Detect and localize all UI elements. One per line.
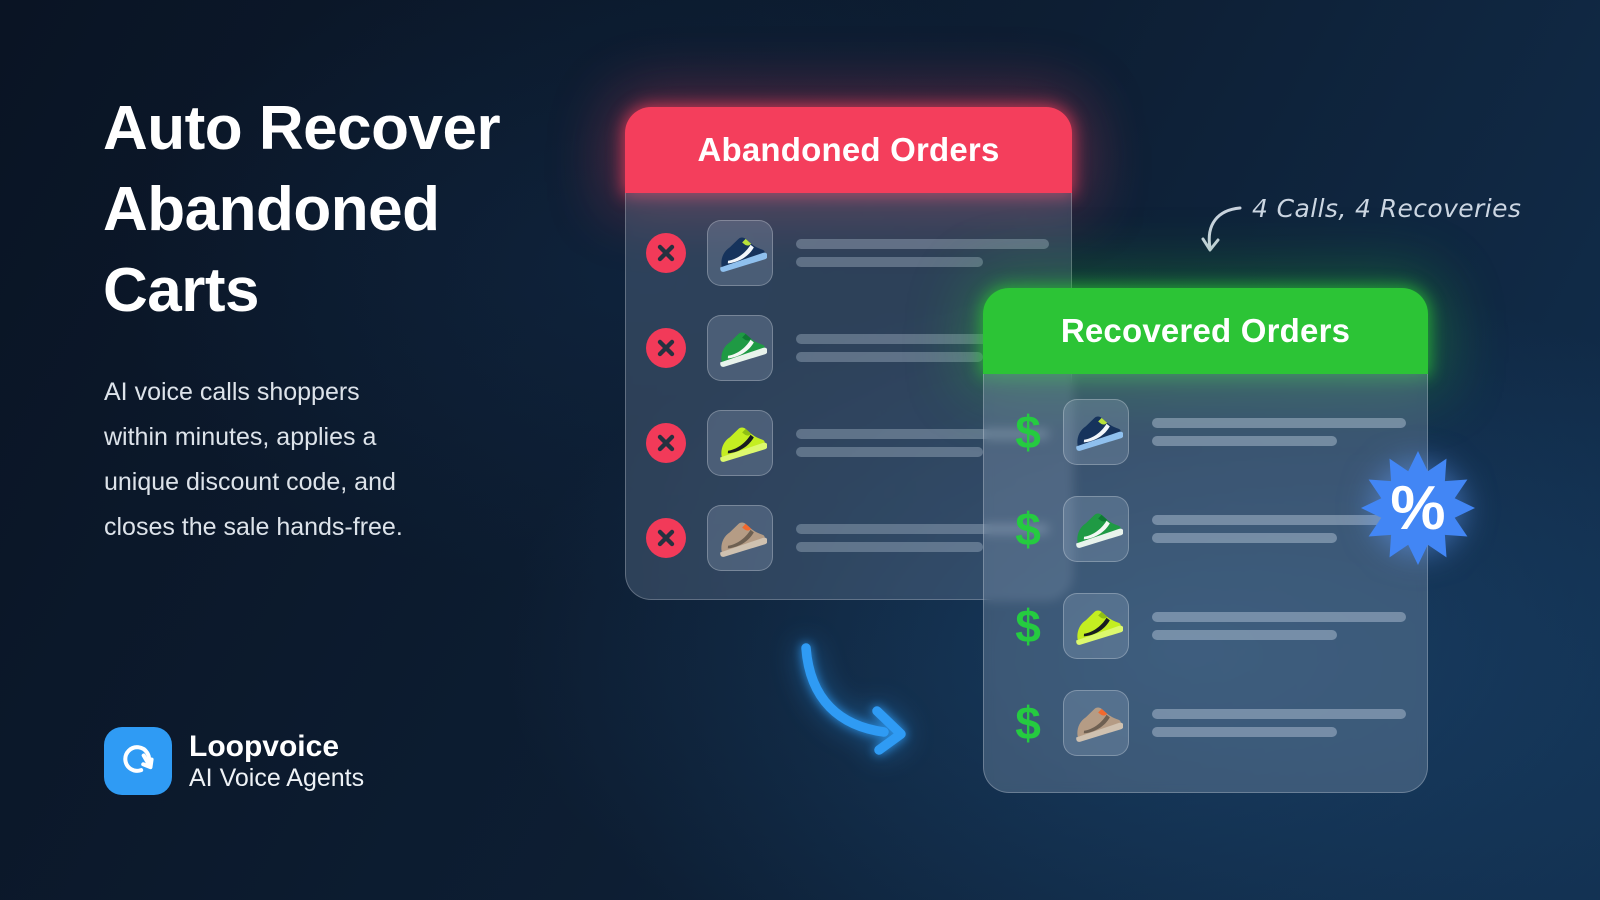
- x-circle-icon: [646, 423, 686, 463]
- placeholder-line-primary: [796, 524, 1049, 534]
- order-row: [646, 315, 1071, 381]
- small-curved-arrow-icon: [1178, 192, 1258, 277]
- order-placeholder-text: [796, 334, 1049, 362]
- recovered-orders-title: Recovered Orders: [1060, 312, 1351, 349]
- placeholder-line-secondary: [1152, 436, 1337, 446]
- order-row: $: [1008, 496, 1427, 562]
- sneaker-image: [720, 427, 767, 462]
- product-thumbnail: [707, 315, 773, 381]
- placeholder-line-secondary: [796, 352, 983, 362]
- sneaker-image: [1076, 416, 1123, 451]
- dollar-icon: $: [1015, 503, 1041, 555]
- placeholder-line-primary: [1152, 709, 1406, 719]
- x-circle-icon: [646, 233, 686, 273]
- placeholder-line-secondary: [1152, 727, 1337, 737]
- sneaker-image: [1076, 610, 1123, 645]
- order-placeholder-text: [1152, 515, 1406, 543]
- brand-lockup: Loopvoice AI Voice Agents: [104, 727, 364, 795]
- product-thumbnail: [1063, 399, 1129, 465]
- product-thumbnail: [1063, 690, 1129, 756]
- sneaker-image: [720, 332, 767, 367]
- description-line: closes the sale hands-free.: [104, 513, 403, 541]
- placeholder-line-primary: [1152, 515, 1406, 525]
- description-line: within minutes, applies a: [104, 423, 377, 451]
- page-description: AI voice calls shoppers within minutes, …: [104, 370, 403, 550]
- placeholder-line-secondary: [796, 447, 983, 457]
- order-row: [646, 410, 1071, 476]
- percent-burst-icon: %: [1348, 438, 1488, 578]
- placeholder-line-primary: [1152, 418, 1406, 428]
- description-line: AI voice calls shoppers: [104, 378, 360, 406]
- placeholder-line-secondary: [1152, 630, 1337, 640]
- sneaker-image: [1076, 513, 1123, 548]
- brand-tagline: AI Voice Agents: [189, 763, 365, 792]
- placeholder-line-primary: [796, 334, 1049, 344]
- order-placeholder-text: [1152, 612, 1406, 640]
- order-row: $: [1008, 690, 1427, 756]
- percent-symbol: %: [1390, 473, 1446, 543]
- sneaker-image: [1076, 707, 1123, 742]
- dollar-icon: $: [1015, 697, 1041, 749]
- placeholder-line-primary: [796, 429, 1049, 439]
- order-row: [646, 505, 1071, 571]
- sneaker-image: [720, 522, 767, 557]
- product-thumbnail: [707, 505, 773, 571]
- x-circle-icon: [646, 518, 686, 558]
- recovered-orders-card: Recovered Orders $ $: [983, 288, 1428, 793]
- placeholder-line-primary: [796, 239, 1049, 249]
- curved-arrow-icon: [780, 626, 940, 766]
- annotation-label: 4 Calls, 4 Recoveries: [1252, 194, 1522, 223]
- dollar-icon: $: [1015, 600, 1041, 652]
- order-row: [646, 220, 1071, 286]
- recovered-orders-list: $ $: [983, 374, 1428, 793]
- brand-name: Loopvoice: [189, 729, 340, 763]
- abandoned-orders-header: Abandoned Orders: [625, 107, 1072, 193]
- title-line: Carts: [103, 256, 260, 325]
- page-title: Auto Recover Abandoned Carts: [103, 88, 501, 331]
- placeholder-line-secondary: [796, 257, 983, 267]
- description-line: unique discount code, and: [104, 468, 396, 496]
- order-placeholder-text: [1152, 709, 1406, 737]
- recovered-orders-header: Recovered Orders: [983, 288, 1428, 374]
- order-row: $: [1008, 399, 1427, 465]
- product-thumbnail: [707, 410, 773, 476]
- brand-text: Loopvoice AI Voice Agents: [189, 730, 364, 793]
- title-line: Abandoned: [103, 175, 440, 244]
- placeholder-line-secondary: [1152, 533, 1337, 543]
- x-circle-icon: [646, 328, 686, 368]
- order-placeholder-text: [796, 239, 1049, 267]
- product-thumbnail: [707, 220, 773, 286]
- dollar-icon: $: [1015, 406, 1041, 458]
- loop-arrow-icon: [117, 738, 159, 785]
- sneaker-image: [720, 237, 767, 272]
- brand-logo: [104, 727, 172, 795]
- order-placeholder-text: [796, 429, 1049, 457]
- abandoned-orders-title: Abandoned Orders: [697, 131, 1000, 168]
- order-row: $: [1008, 593, 1427, 659]
- placeholder-line-secondary: [796, 542, 983, 552]
- placeholder-line-primary: [1152, 612, 1406, 622]
- product-thumbnail: [1063, 593, 1129, 659]
- order-placeholder-text: [1152, 418, 1406, 446]
- order-placeholder-text: [796, 524, 1049, 552]
- product-thumbnail: [1063, 496, 1129, 562]
- title-line: Auto Recover: [103, 94, 501, 163]
